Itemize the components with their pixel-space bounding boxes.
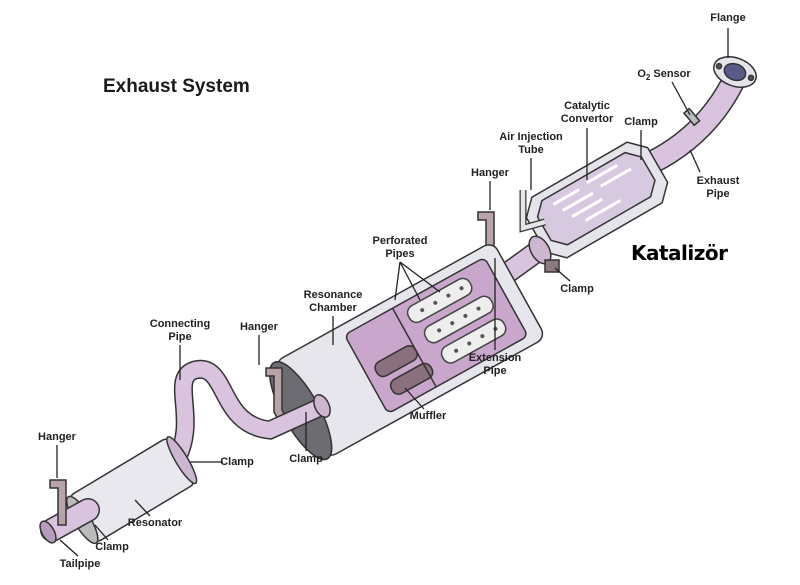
label-o2-subscript: 2 — [645, 73, 651, 83]
label-line: Pipe — [706, 188, 730, 200]
label-o2-prefix: O — [637, 68, 646, 80]
o2-sensor-shape — [682, 107, 701, 127]
label-flange: Flange — [710, 12, 746, 24]
label-line: Air Injection — [499, 131, 563, 143]
flange-shape — [713, 56, 757, 88]
muffler-shape — [268, 244, 544, 461]
label-line: Catalytic — [564, 100, 610, 112]
label-muffler: Muffler — [409, 410, 447, 422]
diagram-title: Exhaust System — [103, 76, 250, 97]
label-tailpipe: Tailpipe — [59, 558, 101, 570]
label-hanger-cat: Hanger — [471, 167, 509, 179]
label-line: Pipe — [168, 331, 192, 343]
label-line: Chamber — [309, 302, 357, 314]
label-clamp-cat: Clamp — [624, 116, 658, 128]
label-line: Pipe — [483, 365, 507, 377]
label-line: Tube — [518, 144, 544, 156]
label-clamp-extension: Clamp — [560, 283, 594, 295]
label-line: Resonance — [303, 289, 363, 301]
label-line: Connecting — [149, 318, 211, 330]
leader-lines — [56, 28, 729, 557]
label-line: Perforated — [372, 235, 428, 247]
resonator-shape — [66, 436, 198, 545]
catalytic-converter-shape — [525, 141, 669, 259]
label-hanger-tail: Hanger — [38, 431, 76, 443]
label-line: Pipes — [385, 248, 415, 260]
label-o2-sensor: O2 Sensor — [637, 68, 690, 84]
tailpipe-opening-shape — [39, 520, 57, 544]
label-clamp-resonator: Clamp — [220, 456, 254, 468]
label-clamp-muffler: Clamp — [289, 453, 323, 465]
label-line: Convertor — [560, 113, 614, 125]
label-clamp-tail: Clamp — [95, 541, 129, 553]
katalizor-annotation: Katalizör — [631, 241, 728, 265]
label-line: Exhaust — [696, 175, 740, 187]
label-line: Extension — [468, 352, 522, 364]
label-hanger-muffler: Hanger — [240, 321, 278, 333]
label-o2-suffix: Sensor — [650, 68, 691, 80]
label-resonator: Resonator — [127, 517, 183, 529]
